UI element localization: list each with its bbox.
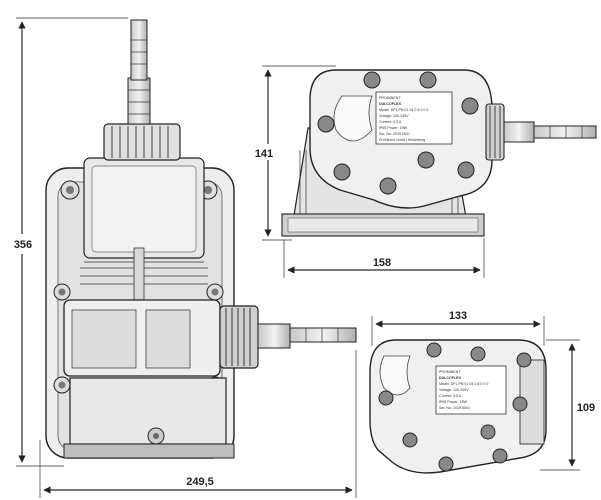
svg-text:Ser. No: 2019 0001: Ser. No: 2019 0001 [439,406,470,410]
svg-text:Voltage: 100-240V: Voltage: 100-240V [379,114,409,118]
hose-barb-top [127,19,151,125]
svg-text:Model: DFL PN 01 04 0 8 0 0 0: Model: DFL PN 01 04 0 8 0 0 0 [379,108,428,112]
front-width-dimension: 249,5 [39,350,357,498]
union-nut [485,103,505,161]
svg-text:PROMINENT: PROMINENT [379,96,401,100]
type-plate [375,91,453,145]
front-height-dimension: 356 [12,17,128,467]
svg-text:DULCOFLEX: DULCOFLEX [379,102,402,106]
svg-text:IP65 Power: 18W: IP65 Power: 18W [439,400,468,404]
side-width-label: 158 [373,257,391,269]
front-view [45,19,357,459]
front-width-label: 249,5 [186,476,214,488]
top-view: PROMINENT DULCOFLEX Model: DFL PN 01 04 … [369,339,547,474]
svg-text:IP65 Power: 18W: IP65 Power: 18W [379,126,408,130]
svg-text:Current: 0.5 A: Current: 0.5 A [379,120,402,124]
cap [103,123,181,161]
side-width-dimension: 158 [283,238,485,278]
hose-barb-side [503,121,597,143]
side-view: PROMINENT DULCOFLEX Model: DFL PN 01 04 … [281,69,597,237]
side-height-dimension: 141 [254,65,336,241]
top-width-dimension: 133 [371,310,545,346]
top-height-label: 109 [577,402,595,414]
svg-text:Voltage: 100-240V: Voltage: 100-240V [439,388,469,392]
svg-text:Ser. No: 2019 0001: Ser. No: 2019 0001 [379,132,410,136]
svg-text:Model: DFL PN 01 04 0 8 0 0 0: Model: DFL PN 01 04 0 8 0 0 0 [439,382,488,386]
screw-icon [317,71,479,195]
base [69,377,227,445]
top-height-dimension: 109 [540,339,598,471]
svg-text:ProMinent GmbH Heidelberg: ProMinent GmbH Heidelberg [379,138,425,142]
svg-text:DULCOFLEX: DULCOFLEX [439,376,462,380]
top-width-label: 133 [449,310,467,322]
side-height-label: 141 [255,148,273,160]
union-nut [219,305,259,369]
svg-text:PROMINENT: PROMINENT [439,370,461,374]
type-plate [435,365,507,415]
screw-icon [378,342,532,472]
svg-text:Current: 0.5 A: Current: 0.5 A [439,394,462,398]
front-height-label: 356 [14,239,32,251]
hose-barb-front [257,323,357,349]
